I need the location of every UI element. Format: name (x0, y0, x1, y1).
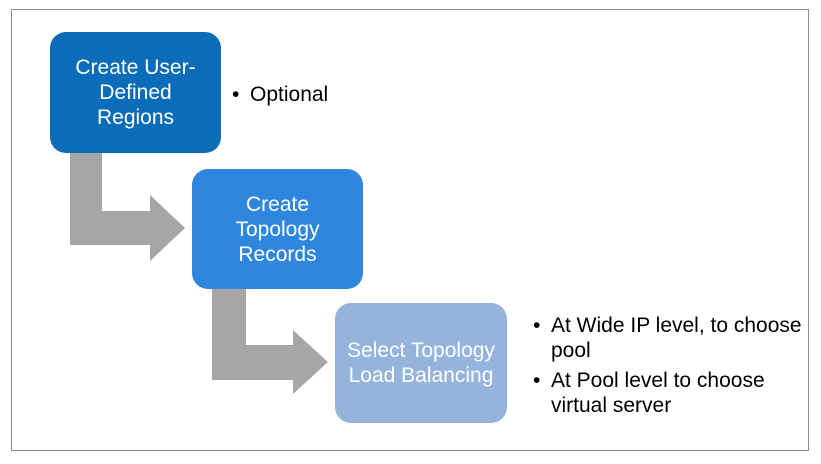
step-label: Create User-Defined Regions (75, 56, 196, 129)
step-create-user-defined-regions: Create User-Defined Regions (50, 32, 221, 153)
step-label: Create Topology Records (235, 192, 320, 266)
step1-notes: Optional (232, 82, 328, 107)
note-item: Optional (232, 82, 328, 107)
step3-notes: At Wide IP level, to choose pool At Pool… (533, 313, 805, 423)
arrow-step1-to-step2 (70, 153, 185, 261)
step-select-topology-load-balancing: Select Topology Load Balancing (335, 303, 507, 423)
arrow-step2-to-step3 (212, 289, 328, 394)
note-item: At Pool level to choose virtual server (533, 368, 805, 418)
step-create-topology-records: Create Topology Records (192, 169, 363, 289)
step-label: Select Topology Load Balancing (347, 339, 495, 387)
note-item: At Wide IP level, to choose pool (533, 313, 805, 363)
